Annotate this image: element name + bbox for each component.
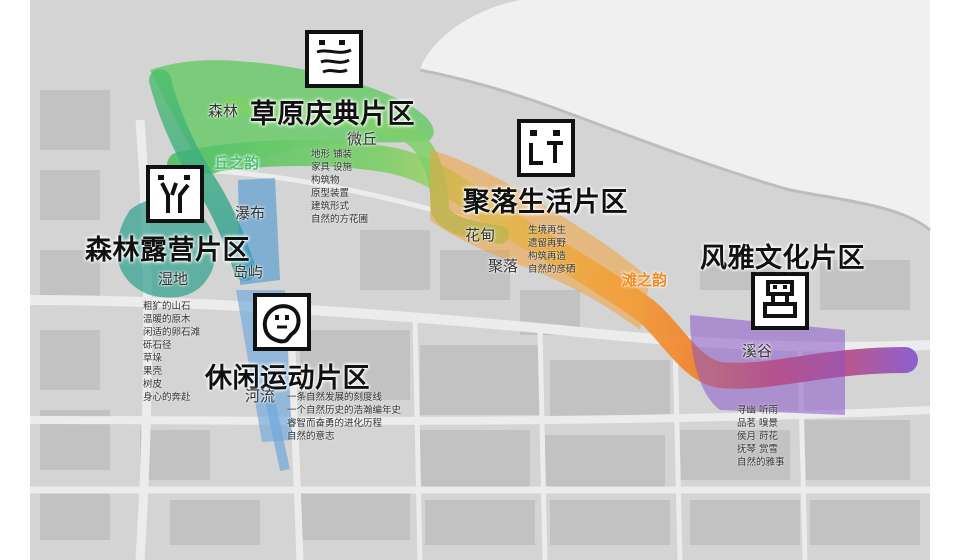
culture-zone-title: 风雅文化片区: [700, 243, 865, 274]
area-label-waterfall: 瀑布: [235, 204, 266, 222]
area-label-forest: 森林: [208, 102, 239, 120]
forest-note-item: 草垛: [143, 353, 163, 364]
village-pictogram-icon: [517, 119, 575, 177]
area-label-micro-hill: 微丘: [347, 130, 378, 148]
village-notes-list: 生境再生遗留再野构筑再造自然的彦硒: [528, 224, 576, 276]
culture-note-item: 侯月 莳花: [737, 431, 779, 442]
village-zone-title: 聚落生活片区: [463, 187, 628, 218]
theme-label-beach-charm: 滩之韵: [622, 271, 668, 289]
village-note-item: 构筑再造: [528, 251, 567, 262]
grassland-note-item: 原型装置: [311, 188, 350, 199]
forest-note-item: 闲适的卵石滩: [143, 327, 201, 338]
village-note-item: 遗留再野: [528, 238, 567, 249]
area-label-island: 岛屿: [233, 263, 264, 281]
area-label-stream-valley: 溪谷: [742, 342, 773, 360]
culture-zone-area: [690, 315, 845, 415]
culture-note-item: 品茗 嗅景: [737, 418, 779, 429]
area-label-flower-field: 花甸: [465, 226, 496, 244]
village-note-item: 生境再生: [528, 225, 567, 236]
forest-pictogram-icon: [146, 165, 204, 223]
culture-pictogram-icon: [751, 272, 809, 330]
culture-note-item: 寻幽 听雨: [737, 405, 779, 416]
theme-label-hill-charm: 丘之韵: [214, 154, 260, 172]
forest-corridor: [149, 69, 256, 281]
forest-wetland-area: [116, 199, 216, 298]
village-note-item: 自然的彦硒: [528, 264, 576, 275]
culture-note-item: 自然的雅事: [737, 457, 785, 468]
leisure-notes-list: 一条自然发展的刻度线一个自然历史的浩瀚编年史睿智而奋勇的进化历程自然的意志: [287, 391, 401, 443]
leisure-zone-title: 休闲运动片区: [205, 363, 370, 394]
forest-note-item: 身心的奔赴: [143, 392, 191, 403]
forest-zone-title: 森林露营片区: [85, 235, 250, 266]
area-label-river: 河流: [245, 387, 276, 405]
grassland-note-item: 地形 铺装: [311, 149, 353, 160]
forest-note-item: 粗犷的山石: [143, 301, 191, 312]
forest-notes-list: 粗犷的山石温暖的原木闲适的卵石滩砾石径草垛果壳树皮身心的奔赴: [143, 300, 200, 404]
leisure-pictogram-icon: [253, 293, 311, 351]
grassland-note-item: 自然的方花圃: [311, 214, 369, 225]
village-zone-area: [430, 150, 650, 330]
leisure-note-item: 一个自然历史的浩瀚编年史: [287, 405, 402, 416]
leisure-note-item: 一条自然发展的刻度线: [287, 392, 383, 403]
area-label-settlement: 聚落: [488, 257, 519, 275]
grassland-zone-title: 草原庆典片区: [250, 99, 415, 130]
area-label-wetland: 湿地: [158, 270, 189, 288]
forest-note-item: 温暖的原木: [143, 314, 191, 325]
grassland-note-item: 家具 设施: [311, 162, 353, 173]
forest-note-item: 树皮: [143, 379, 163, 390]
grassland-notes-list: 地形 铺装家具 设施构筑物原型装置建筑形式自然的方花圃: [311, 148, 368, 226]
river-tail: [265, 398, 290, 472]
leisure-note-item: 睿智而奋勇的进化历程: [287, 418, 383, 429]
grassland-pictogram-icon: [305, 30, 363, 88]
city-blocks: [40, 90, 920, 545]
riverbank-line: [419, 68, 931, 232]
culture-notes-list: 寻幽 听雨品茗 嗅景侯月 莳花抚琴 赏雪自然的雅事: [737, 404, 785, 469]
grassland-note-item: 构筑物: [311, 175, 340, 186]
river-water-body: [420, 0, 930, 230]
forest-note-item: 果壳: [143, 366, 163, 377]
leisure-note-item: 自然的意志: [287, 431, 335, 442]
culture-note-item: 抚琴 赏雪: [737, 444, 779, 455]
forest-note-item: 砾石径: [143, 340, 172, 351]
waterfall-island-area: [238, 178, 280, 285]
grassland-note-item: 建筑形式: [311, 201, 350, 212]
